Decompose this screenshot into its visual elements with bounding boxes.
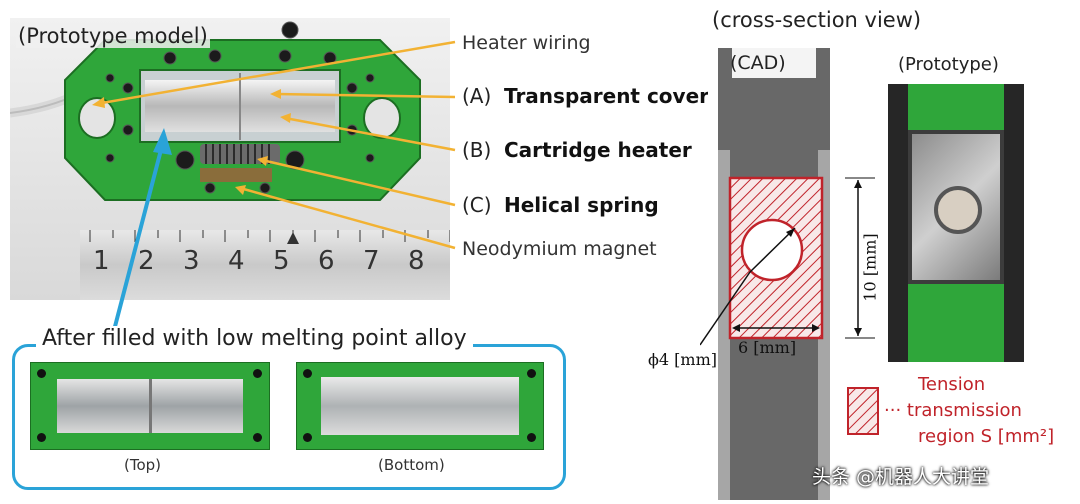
top-view-photo bbox=[30, 362, 270, 450]
annotation-lines bbox=[92, 40, 456, 339]
ruler-digit-2: 2 bbox=[138, 246, 155, 276]
prototype-title: (Prototype model) bbox=[16, 24, 210, 48]
label-helical-spring: Helical spring bbox=[504, 193, 659, 217]
legend-line-1: Tension bbox=[918, 374, 986, 395]
ruler-digit-1: 1 bbox=[93, 246, 110, 276]
bottom-caption: (Bottom) bbox=[378, 456, 445, 474]
ruler-digit-5: 5 bbox=[273, 246, 290, 276]
bottom-view-photo bbox=[296, 362, 544, 450]
cad-cross-section bbox=[700, 176, 875, 346]
cad-label: (CAD) bbox=[730, 52, 786, 74]
label-heater-wiring: Heater wiring bbox=[462, 32, 591, 54]
prototype-cs-label: (Prototype) bbox=[898, 54, 999, 75]
dim-diameter: ϕ4 [mm] bbox=[648, 350, 717, 369]
cross-section-title: (cross-section view) bbox=[712, 8, 922, 32]
label-b-key: (B) bbox=[462, 138, 492, 162]
label-cartridge-heater: Cartridge heater bbox=[504, 138, 692, 162]
ruler-digit-7: 7 bbox=[363, 246, 380, 276]
legend-line-2: ··· transmission bbox=[884, 400, 1022, 421]
label-neodymium-magnet: Neodymium magnet bbox=[462, 238, 657, 260]
label-a-key: (A) bbox=[462, 84, 492, 108]
ruler-digit-4: 4 bbox=[228, 246, 245, 276]
top-caption: (Top) bbox=[124, 456, 162, 474]
ruler-digit-6: 6 bbox=[318, 246, 335, 276]
ruler-digit-3: 3 bbox=[183, 246, 200, 276]
dim-width: 6 [mm] bbox=[738, 338, 797, 357]
legend-line-3: region S [mm²] bbox=[918, 426, 1055, 447]
prototype-photo: 1 2 3 4 5 6 7 8 (Prototype model) bbox=[10, 18, 450, 300]
prototype-cross-section-photo bbox=[888, 84, 1024, 362]
ruler-digit-8: 8 bbox=[408, 246, 425, 276]
filled-alloy-caption: After filled with low melting point allo… bbox=[36, 326, 473, 351]
dim-height: 10 [mm] bbox=[860, 233, 880, 302]
label-c-key: (C) bbox=[462, 193, 492, 217]
prototype-illustration bbox=[10, 21, 450, 300]
watermark: 头条 @机器人大讲堂 bbox=[812, 466, 990, 488]
hatch-legend-swatch bbox=[847, 387, 879, 435]
label-transparent-cover: Transparent cover bbox=[504, 84, 710, 108]
